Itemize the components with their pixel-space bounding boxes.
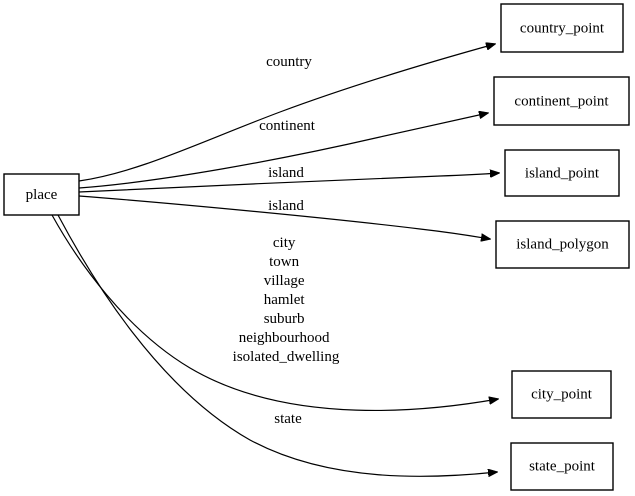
node-box-island-point[interactable] <box>504 149 620 197</box>
edge-path-island-point <box>78 173 499 193</box>
node-label-city-point: city_point <box>531 386 593 402</box>
edge-label-city-group: city town village hamlet suburb neighbou… <box>233 235 340 365</box>
node-label-place: place <box>26 187 58 203</box>
edge-label-line: country <box>266 54 312 70</box>
edge-path-continent <box>78 113 488 189</box>
edge-label-state: state <box>274 411 302 427</box>
edge-label-continent: continent <box>259 118 316 134</box>
edge-label-country: country <box>266 54 312 70</box>
edge-label-line: island <box>268 165 304 181</box>
node-continent_point[interactable]: continent_point <box>493 76 630 126</box>
node-box-continent-point[interactable] <box>493 76 630 126</box>
node-box-state-point[interactable] <box>510 442 614 491</box>
edges-layer: country continent island island city <box>51 44 499 477</box>
node-city_point[interactable]: city_point <box>511 370 612 419</box>
edge-label-line: hamlet <box>264 292 306 308</box>
edge-path-island-polygon <box>78 195 490 239</box>
edge-label-line: state <box>274 411 302 427</box>
edge-label-island-point: island <box>268 165 304 181</box>
edge-place-country_point: country <box>78 44 495 182</box>
edge-label-line: town <box>269 254 300 270</box>
edge-path-city <box>51 214 498 411</box>
edge-place-continent_point: continent <box>78 113 488 189</box>
node-place[interactable]: place <box>3 173 80 216</box>
edge-path-country <box>78 44 495 182</box>
node-box-city-point[interactable] <box>511 370 612 419</box>
edge-label-line: continent <box>259 118 316 134</box>
edge-label-line: neighbourhood <box>239 330 330 346</box>
edge-label-line: island <box>268 198 304 214</box>
node-island_polygon[interactable]: island_polygon <box>495 220 630 269</box>
edge-label-line: isolated_dwelling <box>233 349 340 365</box>
edge-place-island_polygon: island <box>78 195 490 239</box>
edge-label-line: suburb <box>264 311 305 327</box>
node-box-island-polygon[interactable] <box>495 220 630 269</box>
edge-label-island-polygon: island <box>268 198 304 214</box>
edge-place-state_point: state <box>57 214 497 477</box>
node-state_point[interactable]: state_point <box>510 442 614 491</box>
edge-place-city_point: city town village hamlet suburb neighbou… <box>51 214 498 411</box>
node-box-country-point[interactable] <box>500 3 624 53</box>
nodes-layer: place country_point continent_point isla… <box>3 3 630 491</box>
edge-place-island_point: island <box>78 165 499 193</box>
node-island_point[interactable]: island_point <box>504 149 620 197</box>
node-label-state-point: state_point <box>529 458 596 474</box>
edge-label-line: city <box>273 235 296 251</box>
edge-path-state <box>57 214 497 477</box>
node-box-place[interactable] <box>3 173 80 216</box>
node-label-continent-point: continent_point <box>514 93 609 109</box>
node-label-island-polygon: island_polygon <box>516 236 609 252</box>
node-country_point[interactable]: country_point <box>500 3 624 53</box>
node-label-country-point: country_point <box>520 20 605 36</box>
node-label-island-point: island_point <box>525 165 600 181</box>
edge-label-line: village <box>264 273 305 289</box>
